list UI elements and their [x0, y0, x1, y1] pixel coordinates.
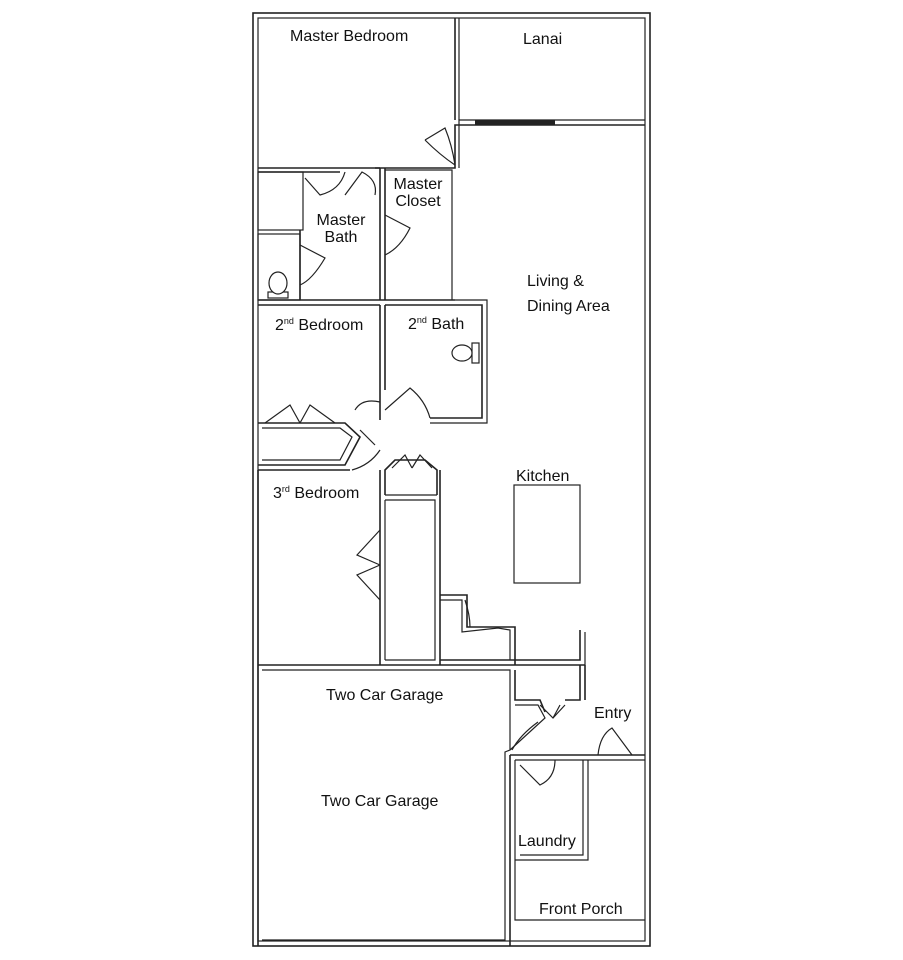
second-bedroom-label: 2nd Bedroom	[275, 316, 364, 335]
entry-doors	[511, 704, 633, 756]
master-closet-line-2: Closet	[395, 193, 441, 210]
second-bedroom-closet-doors	[264, 404, 336, 424]
master-closet-line-1: Master	[393, 176, 443, 193]
living-dining-label: Living & Dining Area	[527, 273, 610, 315]
lanai-label: Lanai	[523, 31, 563, 48]
hall-door	[464, 599, 471, 628]
second-bath-label: 2nd Bath	[408, 315, 465, 334]
garage-top-label: Two Car Garage	[326, 687, 444, 704]
second-bath-door	[384, 387, 431, 419]
master-bath-line-2: Bath	[324, 229, 358, 246]
entry-label: Entry	[594, 705, 632, 722]
garage-main-label: Two Car Garage	[321, 793, 439, 810]
kitchen-label: Kitchen	[516, 468, 570, 485]
bedroom-door	[351, 400, 381, 471]
kitchen-island	[513, 484, 581, 584]
master-bath-walls	[257, 168, 455, 301]
front-porch-label: Front Porch	[539, 901, 623, 918]
laundry-label: Laundry	[518, 833, 576, 850]
master-closet-label: Master Closet	[385, 176, 451, 210]
master-bath-line-1: Master	[316, 212, 366, 229]
living-line-1: Living &	[527, 273, 584, 290]
toilet-icon	[267, 271, 289, 299]
garage-walls	[257, 665, 645, 946]
laundry-walls	[509, 755, 645, 946]
third-bedroom-closet-doors	[355, 529, 381, 601]
third-bedroom-walls	[257, 470, 586, 666]
outer-walls	[252, 12, 651, 947]
master-bedroom-door	[424, 127, 456, 166]
living-line-2: Dining Area	[527, 298, 610, 315]
hall-closet	[384, 454, 438, 496]
master-bath-label: Master Bath	[306, 212, 376, 246]
third-bedroom-label: 3rd Bedroom	[273, 484, 360, 503]
second-bedroom-walls	[258, 299, 488, 471]
master-bedroom-label: Master Bedroom	[290, 28, 409, 45]
master-bath-doors	[299, 171, 411, 286]
toilet-icon-2	[451, 342, 480, 364]
